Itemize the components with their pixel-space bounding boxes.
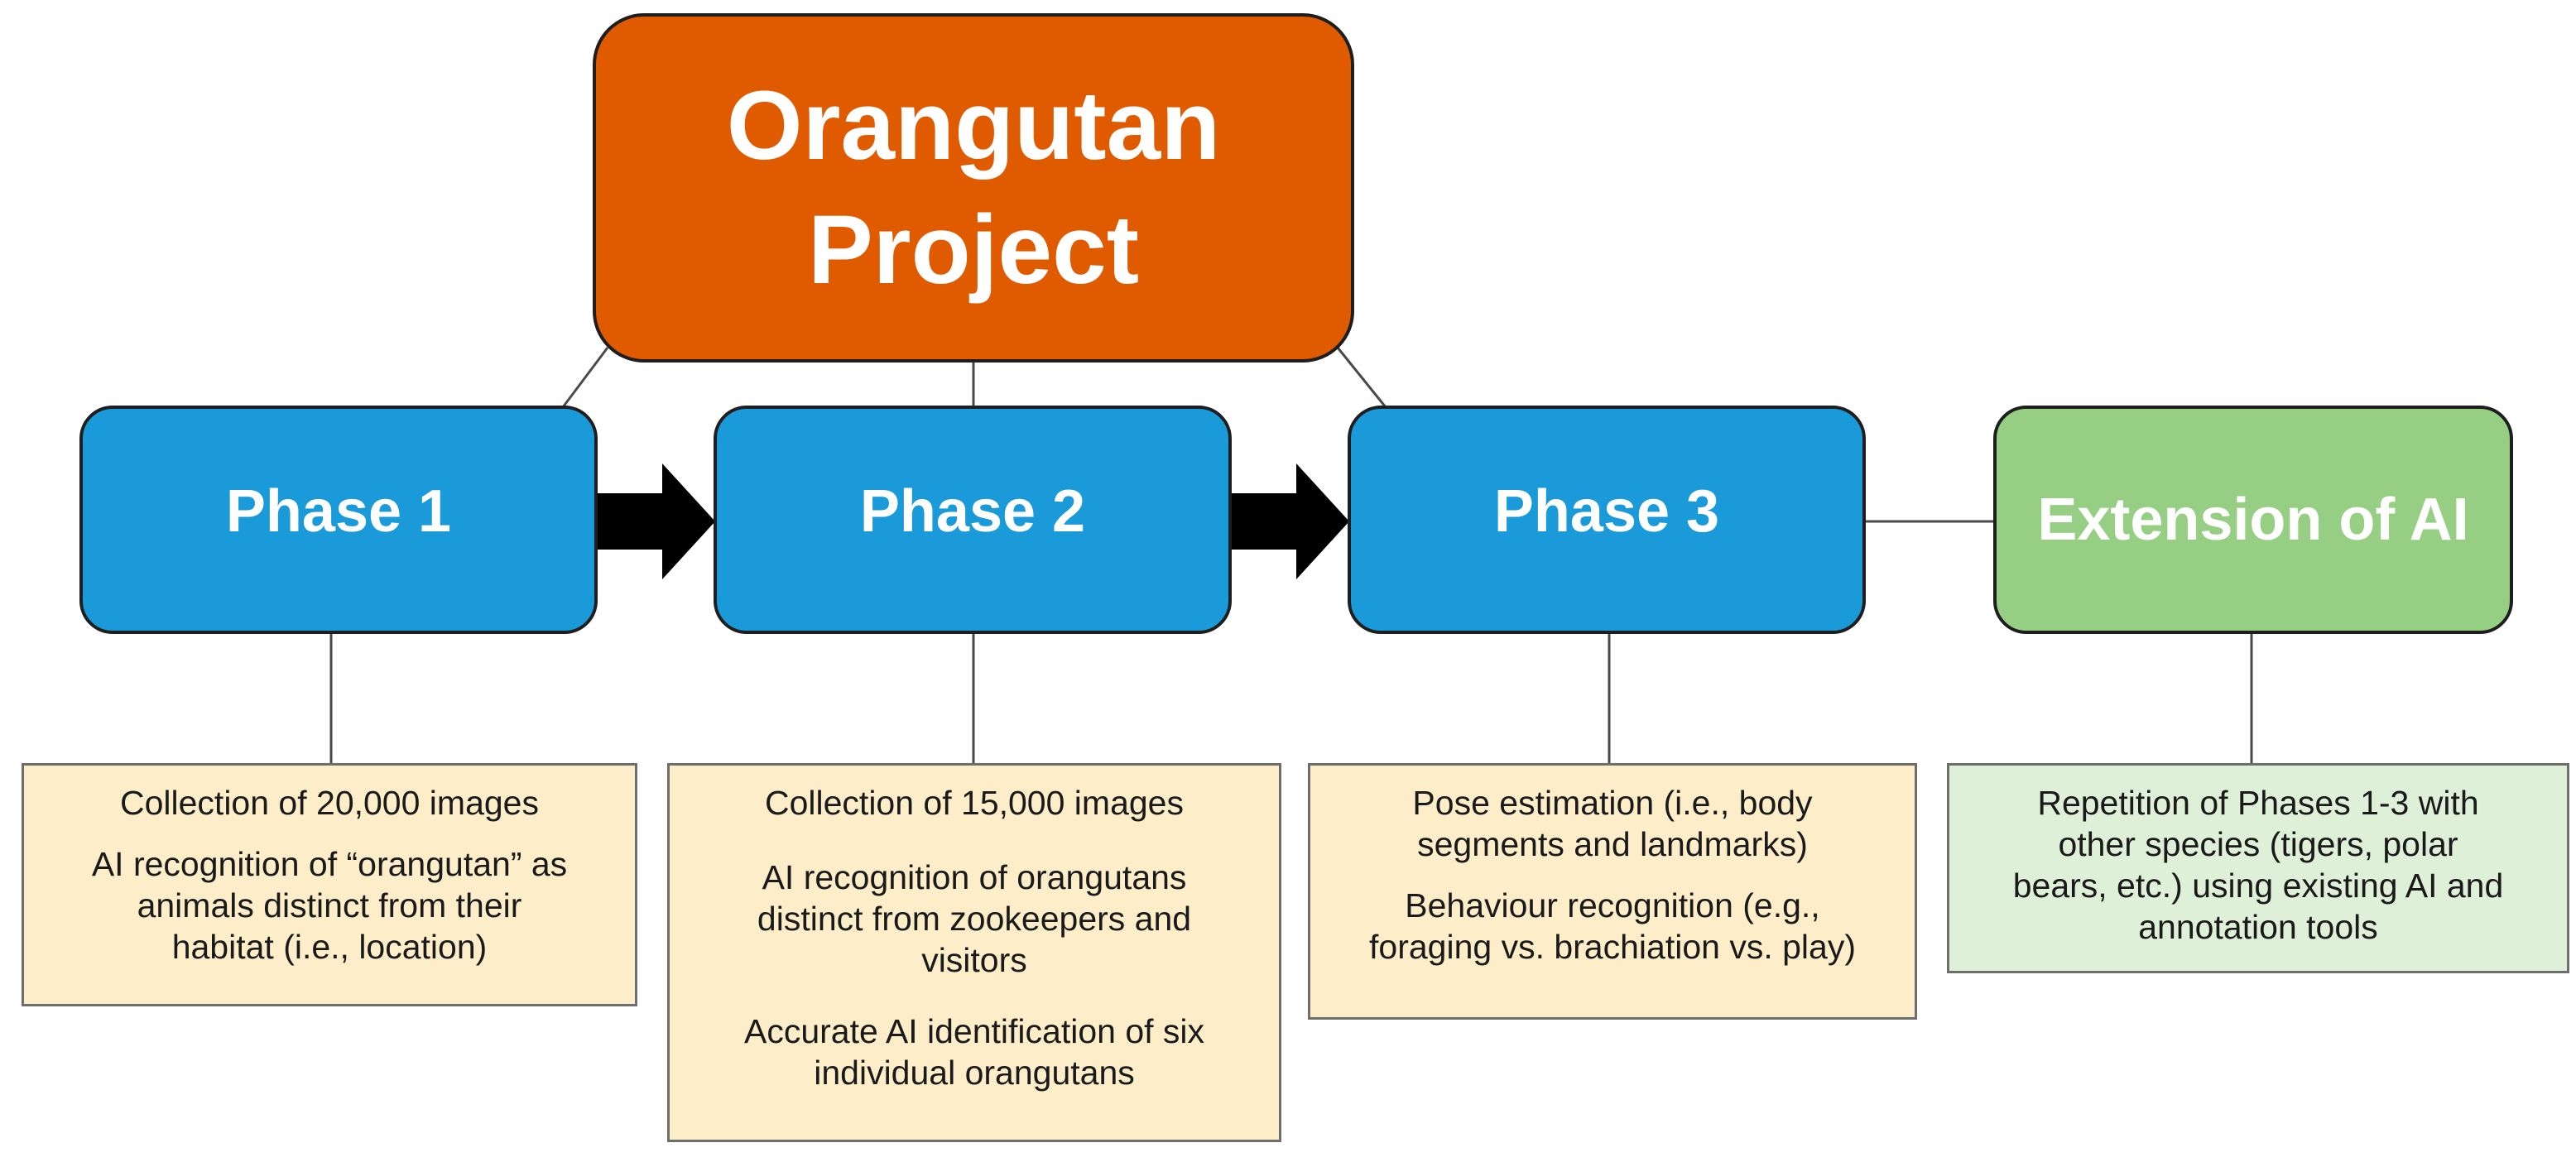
project-title-box: Orangutan Project: [593, 13, 1354, 363]
phase-3-box: Phase 3: [1348, 406, 1866, 634]
phase-1-label: Phase 1: [225, 478, 452, 545]
arrow-phase1-to-phase2: [598, 463, 715, 579]
extension-of-ai-label: Extension of AI: [2037, 487, 2469, 553]
project-title-line-2: Project: [807, 195, 1140, 305]
project-title-line-1: Orangutan: [726, 71, 1221, 180]
phase-3-note-1: Pose estimation (i.e., body segments and…: [1412, 784, 1813, 863]
phase-1-notes: Collection of 20,000 images AI recogniti…: [22, 763, 637, 1006]
phase-1-box: Phase 1: [79, 406, 598, 634]
project-title: Orangutan Project: [596, 64, 1351, 312]
phase-2-notes: Collection of 15,000 images AI recogniti…: [667, 763, 1281, 1142]
extension-of-ai-box: Extension of AI: [1993, 406, 2513, 634]
phase-3-note-2: Behaviour recognition (e.g., foraging vs…: [1369, 886, 1856, 966]
connector-title-phase1: [561, 347, 609, 408]
phase-2-note-1: Collection of 15,000 images: [765, 784, 1184, 822]
phase-2-note-3: Accurate AI identification of six indivi…: [743, 1012, 1205, 1092]
phase-3-notes: Pose estimation (i.e., body segments and…: [1308, 763, 1917, 1020]
extension-notes: Repetition of Phases 1-3 with other spec…: [1947, 763, 2569, 973]
phase-2-note-2: AI recognition of orangutans distinct fr…: [757, 858, 1192, 979]
phase-2-label: Phase 2: [859, 478, 1086, 545]
phase-3-label: Phase 3: [1493, 478, 1720, 545]
extension-note-1: Repetition of Phases 1-3 with other spec…: [2012, 784, 2504, 946]
connector-title-phase3: [1336, 347, 1387, 408]
phase-1-note-2: AI recognition of “orangutan” as animals…: [91, 845, 568, 966]
arrow-phase2-to-phase3: [1232, 463, 1349, 579]
phase-1-note-1: Collection of 20,000 images: [120, 784, 539, 822]
phase-2-box: Phase 2: [714, 406, 1232, 634]
